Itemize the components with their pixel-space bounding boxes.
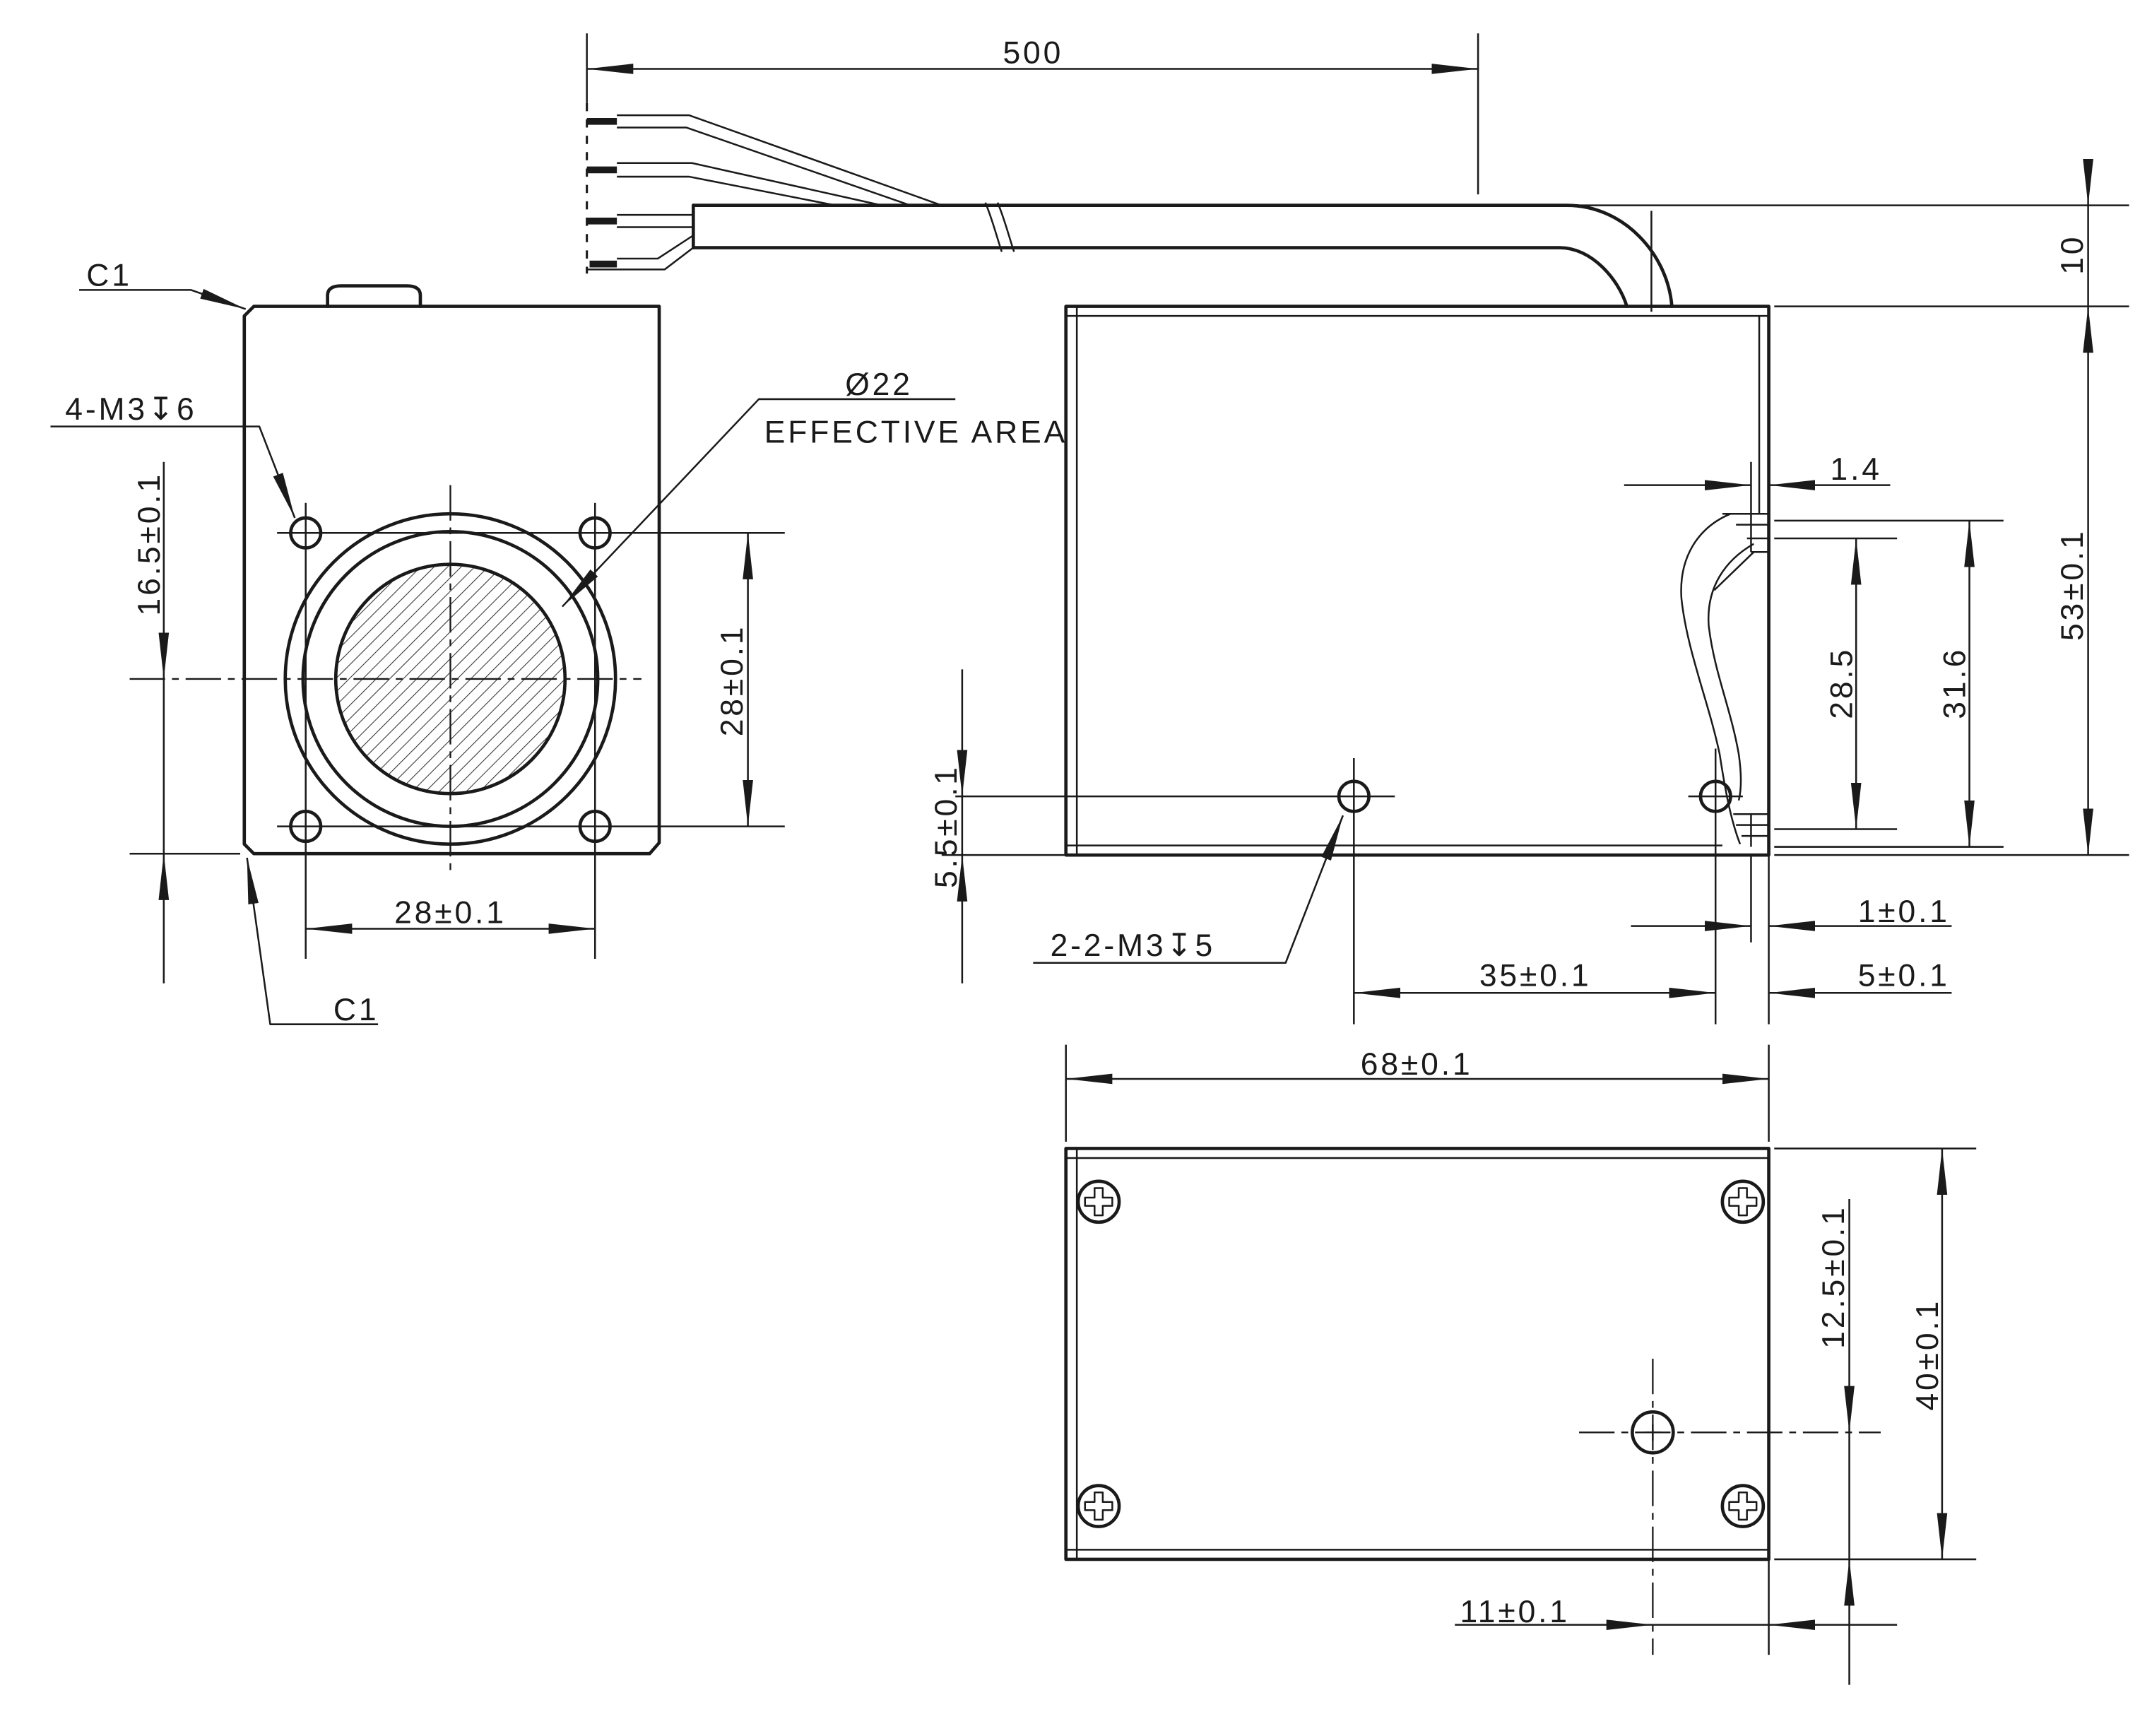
- mounting-holes-label: 2-2-M3↧5: [1051, 928, 1216, 963]
- screw-bottom-right: [1720, 1484, 1766, 1528]
- cutaway-window-edge: [1713, 316, 1761, 591]
- screw-top-right: [1720, 1179, 1766, 1224]
- chamfer-bottom-label: C1: [333, 993, 379, 1027]
- bottom-view: 68±0.1 40±0.1 12.5±0.1 11±0.1: [1064, 1044, 1977, 1685]
- connector-bump: [326, 284, 422, 308]
- tapped-hole-bottom-right: [578, 810, 612, 844]
- front-view: C1 4-M3↧6 Ø22 EFFECTIVE AREA 16.5±0.1 28…: [50, 259, 1068, 1027]
- front-body-outline: [242, 305, 661, 856]
- dim-35-label: 35±0.1: [1479, 959, 1592, 993]
- dim-1-4-label: 1.4: [1831, 452, 1882, 487]
- screw-cross-icon: [1084, 1187, 1113, 1217]
- dim-5-5-label: 5.5±0.1: [929, 764, 964, 888]
- dim-28-5-label: 28.5: [1824, 647, 1859, 719]
- tapped-hole-bottom-left: [289, 810, 323, 844]
- dim-16-5-label: 16.5±0.1: [132, 472, 167, 616]
- bottom-center-hole: [1631, 1410, 1675, 1455]
- dim-31-6-label: 31.6: [1938, 647, 1973, 719]
- screw-head: [1076, 1179, 1121, 1224]
- tapped-holes-label: 4-M3↧6: [65, 392, 196, 427]
- cutaway-break-inner: [1707, 543, 1754, 801]
- window-cutaway: [1680, 316, 1769, 847]
- leader-chamfer-bottom: [246, 857, 379, 1025]
- tapped-hole-top-left: [289, 516, 323, 550]
- screw-head: [1076, 1484, 1121, 1528]
- tapped-hole-top-right: [578, 516, 612, 550]
- screw-head: [1720, 1179, 1766, 1224]
- dim-5-label: 5±0.1: [1858, 959, 1950, 993]
- wire-3: [617, 213, 694, 228]
- wire-2: [617, 162, 882, 206]
- cutaway-window-top-steps: [1722, 512, 1769, 553]
- dim-12-5-label: 12.5±0.1: [1816, 1205, 1851, 1349]
- dim-11-label: 11±0.1: [1460, 1595, 1570, 1629]
- dim-28-vertical-label: 28±0.1: [715, 625, 750, 737]
- effective-area-label: EFFECTIVE AREA: [764, 415, 1068, 450]
- side-body-outline: [1064, 305, 1770, 857]
- dim-68-label: 68±0.1: [1361, 1047, 1473, 1082]
- side-view: 500 10 53±0.1 28.5 31.6 1.4 5.5±0.1 2-2-…: [586, 33, 2129, 1025]
- screw-cross-icon: [1728, 1492, 1758, 1521]
- screw-cross-icon: [1728, 1187, 1758, 1217]
- chamfer-top-label: C1: [86, 259, 132, 293]
- wire-1: [617, 114, 942, 206]
- cable-break-mark: [984, 202, 1015, 252]
- wire-4: [586, 235, 694, 271]
- dim-500-label: 500: [1003, 36, 1063, 71]
- leader-effective-area: [561, 398, 956, 608]
- screw-head: [1720, 1484, 1766, 1528]
- cable-top-edge: [692, 203, 1674, 308]
- dim-53-label: 53±0.1: [2055, 529, 2090, 641]
- dim-40-label: 40±0.1: [1910, 1299, 1945, 1411]
- dim-28-horizontal-label: 28±0.1: [394, 896, 507, 931]
- screw-bottom-left: [1076, 1484, 1121, 1528]
- screw-cross-icon: [1084, 1492, 1113, 1521]
- cable-bottom-edge: [692, 246, 1628, 308]
- cutaway-window-bottom-steps: [1733, 813, 1769, 847]
- effective-diameter-label: Ø22: [845, 367, 913, 402]
- dim-10-label: 10: [2055, 235, 2090, 275]
- bottom-body-outline: [1064, 1147, 1770, 1561]
- screw-top-left: [1076, 1179, 1121, 1224]
- leader-mounting-holes: [1033, 815, 1344, 964]
- dim-1-label: 1±0.1: [1858, 894, 1950, 929]
- leader-chamfer-top: [79, 288, 247, 310]
- wire-tips: [586, 117, 617, 268]
- leader-tapped-holes: [50, 425, 296, 519]
